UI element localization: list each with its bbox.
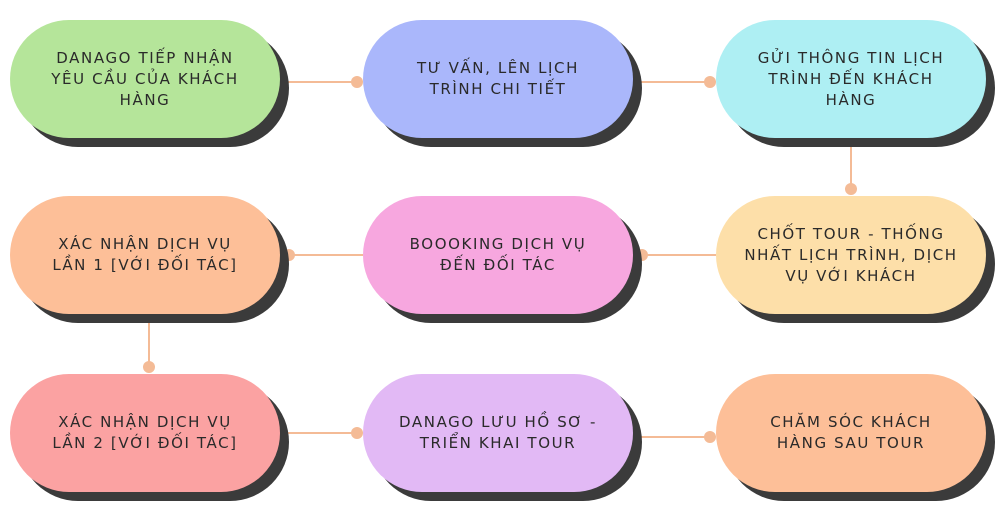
connector-2-3 [636,76,716,88]
step-7-confirm-service-2: XÁC NHẬN DỊCH VỤ LẦN 2 [VỚI ĐỐI TÁC] [10,374,289,501]
node-pill: XÁC NHẬN DỊCH VỤ LẦN 2 [VỚI ĐỐI TÁC] [10,374,280,492]
node-pill: DANAGO LƯU HỒ SƠ - TRIỂN KHAI TOUR [363,374,633,492]
node-pill: XÁC NHẬN DỊCH VỤ LẦN 1 [VỚI ĐỐI TÁC] [10,196,280,314]
node-label: TƯ VẤN, LÊN LỊCH TRÌNH CHI TIẾT [416,59,580,98]
connector-4-5 [636,249,716,261]
connector-7-8 [283,427,363,439]
step-8-save-records: DANAGO LƯU HỒ SƠ - TRIỂN KHAI TOUR [363,374,642,501]
connector-3-4 [845,147,857,195]
node-label: CHĂM SÓC KHÁCH HÀNG SAU TOUR [770,413,932,452]
connector-5-6 [283,249,363,261]
node-label: DANAGO TIẾP NHẬN YÊU CẦU CỦA KHÁCH HÀNG [51,48,239,109]
node-label: BOOOKING DỊCH VỤ ĐẾN ĐỐI TÁC [409,235,587,274]
step-5-booking-partners: BOOOKING DỊCH VỤ ĐẾN ĐỐI TÁC [363,196,642,323]
step-2-consult-plan: TƯ VẤN, LÊN LỊCH TRÌNH CHI TIẾT [363,20,642,147]
node-label: DANAGO LƯU HỒ SƠ - TRIỂN KHAI TOUR [399,413,597,452]
node-pill: DANAGO TIẾP NHẬN YÊU CẦU CỦA KHÁCH HÀNG [10,20,280,138]
connector-1-2 [283,76,363,88]
node-label: GỬI THÔNG TIN LỊCH TRÌNH ĐẾN KHÁCH HÀNG [757,48,945,109]
step-1-receive-request: DANAGO TIẾP NHẬN YÊU CẦU CỦA KHÁCH HÀNG [10,20,289,147]
node-pill: TƯ VẤN, LÊN LỊCH TRÌNH CHI TIẾT [363,20,633,138]
connector-6-7 [143,323,155,373]
node-pill: CHỐT TOUR - THỐNG NHẤT LỊCH TRÌNH, DỊCH … [716,196,986,314]
node-label: CHỐT TOUR - THỐNG NHẤT LỊCH TRÌNH, DỊCH … [744,224,958,285]
node-label: XÁC NHẬN DỊCH VỤ LẦN 1 [VỚI ĐỐI TÁC] [52,235,238,274]
node-pill: CHĂM SÓC KHÁCH HÀNG SAU TOUR [716,374,986,492]
node-label: XÁC NHẬN DỊCH VỤ LẦN 2 [VỚI ĐỐI TÁC] [52,413,238,452]
node-pill: GỬI THÔNG TIN LỊCH TRÌNH ĐẾN KHÁCH HÀNG [716,20,986,138]
step-6-confirm-service-1: XÁC NHẬN DỊCH VỤ LẦN 1 [VỚI ĐỐI TÁC] [10,196,289,323]
step-4-confirm-tour: CHỐT TOUR - THỐNG NHẤT LỊCH TRÌNH, DỊCH … [716,196,995,323]
node-pill: BOOOKING DỊCH VỤ ĐẾN ĐỐI TÁC [363,196,633,314]
step-9-after-tour-care: CHĂM SÓC KHÁCH HÀNG SAU TOUR [716,374,995,501]
connector-8-9 [636,431,716,443]
step-3-send-itinerary: GỬI THÔNG TIN LỊCH TRÌNH ĐẾN KHÁCH HÀNG [716,20,995,147]
